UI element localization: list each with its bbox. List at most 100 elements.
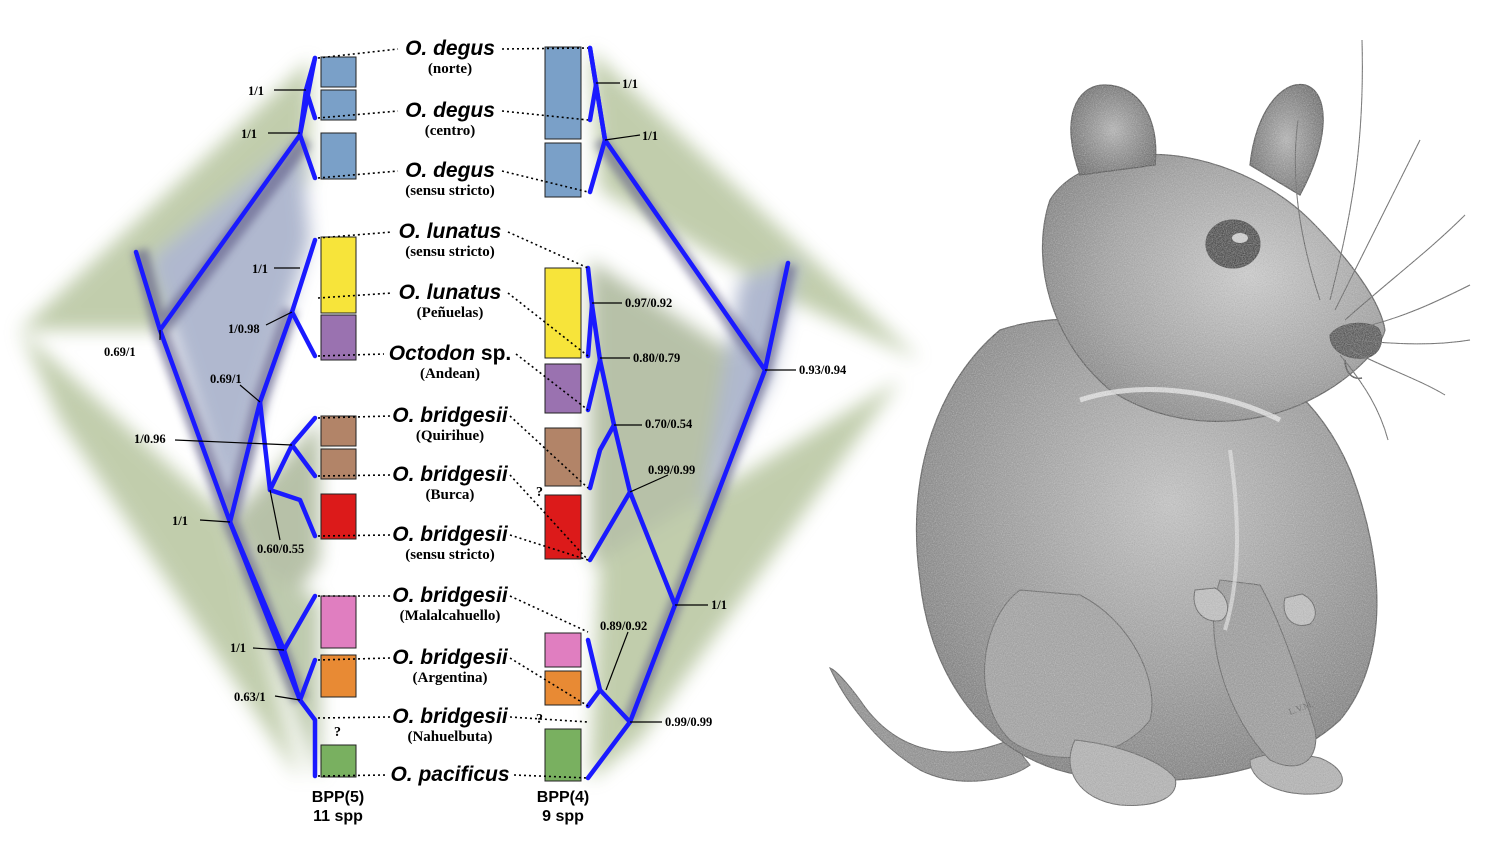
- taxon-name: O. lunatus: [399, 220, 502, 243]
- right-species-box: [544, 267, 582, 359]
- right-support-label: 1/1: [622, 77, 638, 91]
- right-species-box: [544, 728, 582, 782]
- left-tree-branches: [133, 55, 318, 779]
- right-species-box: [544, 632, 582, 668]
- right-tree-subtitle: 9 spp: [542, 808, 584, 825]
- right-species-boxes: [544, 46, 582, 782]
- connector-right: [515, 353, 589, 411]
- taxon-name: O. degus: [405, 159, 495, 182]
- left-tree-title: BPP(5): [312, 789, 364, 806]
- taxon-locality: (sensu stricto): [405, 547, 495, 563]
- taxon-name-suffix: sp.: [475, 342, 511, 365]
- taxon-connectors: [317, 47, 589, 779]
- left-support-label: 0.69/1: [104, 345, 136, 359]
- right-support-label: 0.70/0.54: [645, 417, 693, 431]
- left-support-label: 1/1: [248, 84, 264, 98]
- degu-tail: [829, 667, 1031, 782]
- taxon-name-genus: O. bridgesii: [392, 584, 509, 607]
- left-species-box: [320, 89, 357, 121]
- taxon-name: O. bridgesii: [392, 463, 509, 486]
- degu-paw: [1283, 593, 1316, 626]
- taxon-labels: O. degus(norte)O. degus(centro)O. degus(…: [389, 37, 512, 786]
- taxon-name-genus: O. lunatus: [399, 220, 502, 243]
- right-support-label: 0.99/0.99: [665, 715, 712, 729]
- degu-nose: [1329, 322, 1382, 359]
- connector-left: [317, 48, 399, 59]
- taxon-locality: (Burca): [426, 487, 475, 503]
- right-support-label: 1/1: [711, 598, 727, 612]
- left-leader-lines: [159, 89, 306, 701]
- left-species-box: [320, 493, 357, 540]
- left-tree-subtitle: 11 spp: [313, 808, 363, 825]
- left-support-label: 0.60/0.55: [257, 542, 304, 556]
- right-species-box: [544, 494, 582, 560]
- connector-left: [317, 231, 393, 239]
- connector-left: [317, 110, 399, 119]
- taxon-name: O. pacificus: [390, 763, 509, 786]
- right-support-label: 0.80/0.79: [633, 351, 680, 365]
- taxon-name: O. degus: [405, 99, 495, 122]
- left-support-label: 0.69/1: [210, 372, 242, 386]
- right-species-box: [544, 363, 582, 414]
- degu-paw: [1193, 587, 1229, 622]
- taxon-name-genus: O. degus: [405, 159, 495, 182]
- left-support-label: 1/1: [252, 262, 268, 276]
- left-species-box: [320, 448, 357, 480]
- left-species-boxes: [320, 56, 357, 778]
- taxon-locality: (Andean): [420, 366, 480, 382]
- left-species-box: [320, 654, 357, 698]
- connector-right: [509, 657, 589, 707]
- taxon-locality: (Malalcahuello): [400, 608, 501, 624]
- taxon-name: O. bridgesii: [392, 584, 509, 607]
- taxon-name-genus: O. bridgesii: [392, 705, 509, 728]
- connector-right: [501, 47, 589, 50]
- left-support-label: 0.63/1: [234, 690, 266, 704]
- connector-left: [317, 716, 391, 719]
- taxon-name: O. degus: [405, 37, 495, 60]
- degu-mouth: [1344, 359, 1363, 380]
- connector-right: [507, 231, 589, 269]
- connector-right: [509, 534, 589, 561]
- connector-left: [317, 534, 391, 537]
- left-support-label: 1/1: [230, 641, 246, 655]
- connector-left: [317, 415, 391, 419]
- taxon-name-genus: O. bridgesii: [392, 463, 509, 486]
- taxon-locality: (centro): [425, 123, 476, 139]
- taxon-locality: (Quirihue): [416, 428, 484, 444]
- degu-collar-highlight: [1079, 387, 1282, 423]
- right-support-label: 1/1: [642, 129, 658, 143]
- right-support-label: 0.93/0.94: [799, 363, 847, 377]
- connector-left: [317, 170, 399, 179]
- taxon-locality: (norte): [428, 61, 472, 77]
- taxon-name: O. bridgesii: [392, 646, 509, 669]
- degu-eye-highlight: [1232, 233, 1248, 243]
- degu-whiskers: [1294, 39, 1471, 441]
- taxon-name-genus: O. lunatus: [399, 281, 502, 304]
- taxon-name-genus: O. degus: [405, 99, 495, 122]
- taxon-name-genus: O. degus: [405, 37, 495, 60]
- taxon-name: O. bridgesii: [392, 404, 509, 427]
- degu-belly-highlight: [1223, 449, 1239, 631]
- taxon-name-genus: O. bridgesii: [392, 646, 509, 669]
- taxon-name: O. lunatus: [399, 281, 502, 304]
- taxon-name-genus: Octodon: [389, 342, 475, 365]
- right-question-mark: ?: [536, 485, 543, 500]
- right-tree-title: BPP(4): [537, 789, 589, 806]
- taxon-name: O. bridgesii: [392, 523, 509, 546]
- degu-right-ear: [1249, 84, 1324, 196]
- connector-left: [317, 292, 393, 299]
- degu-left-ear: [1070, 84, 1157, 176]
- right-question-mark: ?: [536, 712, 543, 727]
- right-species-box: [544, 427, 582, 487]
- connector-right: [509, 716, 589, 723]
- taxon-name: Octodon sp.: [389, 342, 512, 365]
- right-species-box: [544, 142, 582, 198]
- connector-right: [509, 474, 589, 561]
- degu-front-arm: [1213, 579, 1317, 767]
- degu-eye: [1205, 219, 1261, 269]
- connector-right: [509, 595, 589, 633]
- connector-left: [317, 774, 387, 777]
- left-support-label: 1/0.98: [228, 322, 260, 336]
- taxon-name-genus: O. bridgesii: [392, 523, 509, 546]
